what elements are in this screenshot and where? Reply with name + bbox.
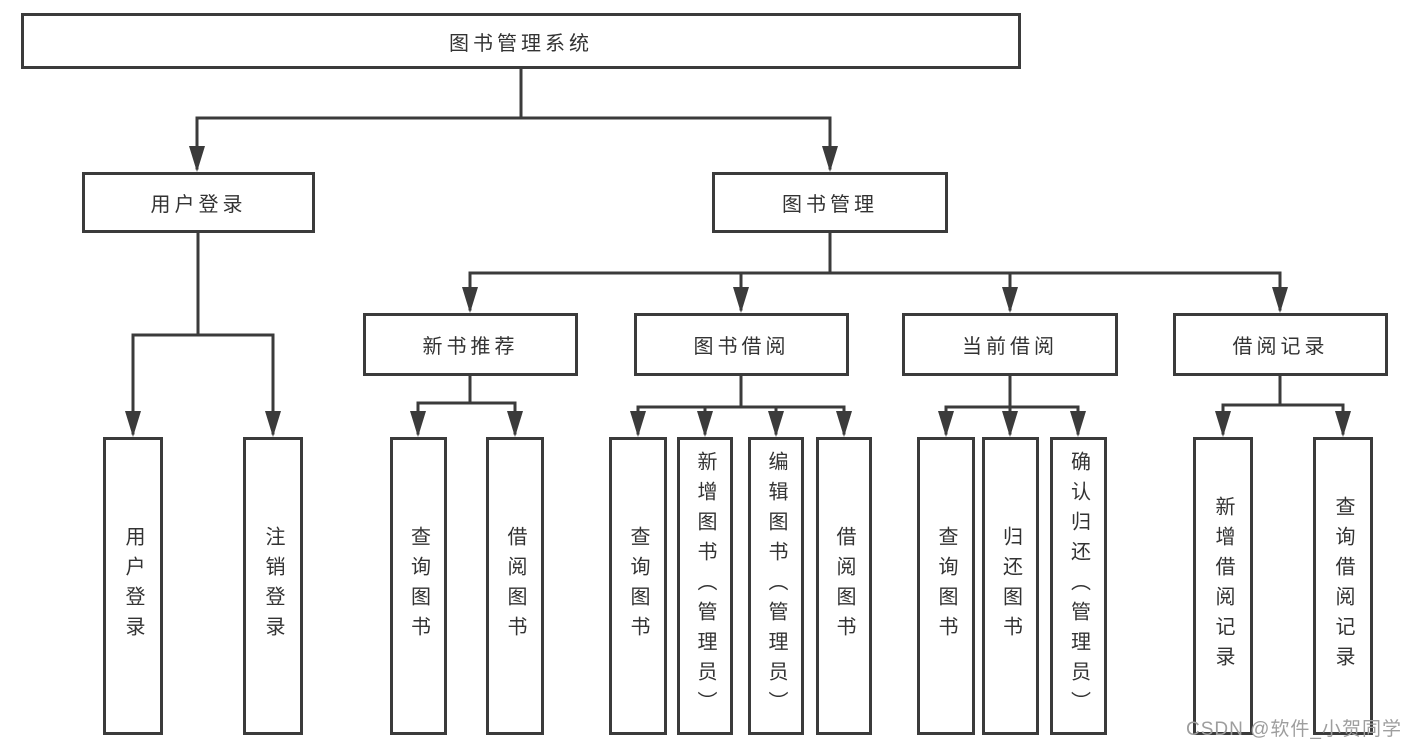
leaf-records-add-record: 新增借阅记录	[1193, 437, 1253, 735]
node-book-borrow: 图书借阅	[634, 313, 849, 376]
leaf-user-login: 用户登录	[103, 437, 163, 735]
leaf-current-confirm-return-admin: 确认归还（管理员）	[1050, 437, 1107, 735]
node-book-borrow-label: 图书借阅	[693, 336, 790, 358]
leaf-borrow-query-books-label: 查询图书	[627, 526, 649, 646]
node-borrow-records-label: 借阅记录	[1232, 336, 1329, 358]
node-user-login: 用户登录	[82, 172, 315, 233]
leaf-newbooks-query-books: 查询图书	[390, 437, 447, 735]
leaf-borrow-edit-books-admin: 编辑图书（管理员）	[748, 437, 804, 735]
leaf-newbooks-borrow-books: 借阅图书	[486, 437, 544, 735]
connector-paths	[131, 67, 1345, 435]
leaf-logout-label: 注销登录	[262, 526, 284, 646]
leaf-current-confirm-return-admin-label: 确认归还（管理员）	[1067, 451, 1090, 721]
node-current-borrow: 当前借阅	[902, 313, 1118, 376]
leaf-borrow-borrow-books: 借阅图书	[816, 437, 872, 735]
leaf-records-query-record-label: 查询借阅记录	[1332, 496, 1354, 676]
node-new-book-recommend: 新书推荐	[363, 313, 578, 376]
node-root: 图书管理系统	[21, 13, 1021, 69]
leaf-current-return-books-label: 归还图书	[999, 526, 1022, 646]
leaf-current-query-books-label: 查询图书	[935, 526, 957, 646]
leaf-borrow-add-books-admin: 新增图书（管理员）	[677, 437, 733, 735]
node-root-label: 图书管理系统	[449, 32, 593, 55]
node-book-management-label: 图书管理	[782, 194, 878, 216]
node-user-login-label: 用户登录	[150, 194, 247, 216]
leaf-user-login-label: 用户登录	[122, 526, 144, 646]
leaf-borrow-add-books-admin-label: 新增图书（管理员）	[694, 451, 716, 721]
leaf-records-add-record-label: 新增借阅记录	[1212, 496, 1234, 676]
node-borrow-records: 借阅记录	[1173, 313, 1388, 376]
watermark-text: CSDN @软件_小贺同学	[1186, 719, 1402, 740]
leaf-newbooks-query-books-label: 查询图书	[407, 526, 430, 646]
leaf-newbooks-borrow-books-label: 借阅图书	[504, 526, 526, 646]
node-new-book-recommend-label: 新书推荐	[422, 336, 519, 358]
node-book-management: 图书管理	[712, 172, 948, 233]
leaf-current-query-books: 查询图书	[917, 437, 975, 735]
leaf-logout: 注销登录	[243, 437, 303, 735]
leaf-current-return-books: 归还图书	[982, 437, 1039, 735]
leaf-borrow-borrow-books-label: 借阅图书	[833, 526, 855, 646]
node-current-borrow-label: 当前借阅	[962, 336, 1058, 358]
leaf-records-query-record: 查询借阅记录	[1313, 437, 1373, 735]
leaf-borrow-edit-books-admin-label: 编辑图书（管理员）	[765, 451, 787, 721]
arrowhead-icons	[125, 146, 1351, 437]
leaf-borrow-query-books: 查询图书	[609, 437, 667, 735]
